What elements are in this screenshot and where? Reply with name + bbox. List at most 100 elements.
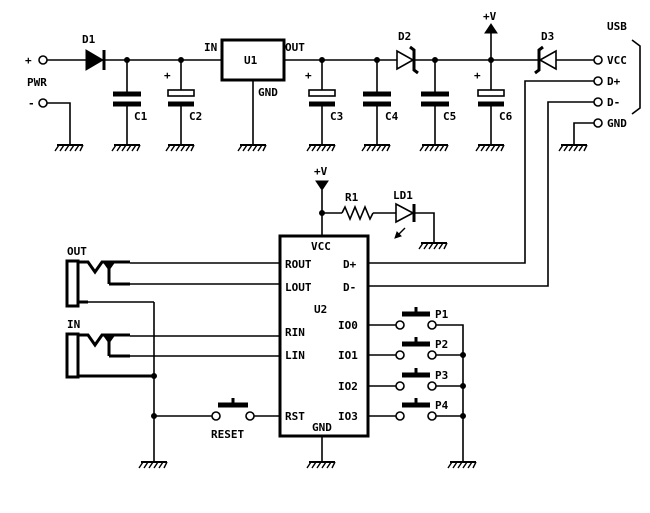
diode-d1-body — [85, 49, 104, 71]
junction — [460, 413, 466, 419]
capacitor-c1: C1 — [111, 60, 148, 152]
vplus-top: +V — [483, 10, 498, 60]
u2-rout-label: ROUT — [285, 258, 312, 271]
pwr-minus-label: - — [28, 97, 35, 110]
ic-u2: VCC ROUT LOUT D+ D- U2 RIN LIN IO0 IO1 I… — [278, 234, 370, 469]
zener-d2: D2 — [396, 30, 419, 75]
audio-jack-in: IN — [65, 318, 280, 379]
usb-dplus-terminal — [593, 76, 603, 86]
usb-vcc-label: VCC — [607, 54, 627, 67]
ground-symbol — [475, 144, 505, 152]
capacitor-c6: + C6 — [474, 60, 513, 152]
zener-d3: D3 — [534, 30, 557, 75]
power-input: + - PWR — [25, 54, 84, 152]
p1-label: P1 — [435, 308, 449, 321]
pushbutton-p2: P2 — [368, 337, 448, 360]
u2-io2-label: IO2 — [338, 380, 358, 393]
pwr-minus-terminal — [38, 98, 48, 108]
pushbutton-p3: P3 — [368, 368, 448, 391]
usb-gnd-label: GND — [607, 117, 627, 130]
capacitor-c2: + C2 — [164, 60, 202, 152]
ld1-label: LD1 — [393, 189, 413, 202]
c2-plus: + — [164, 69, 171, 82]
d2-label: D2 — [398, 30, 411, 43]
u2-label: U2 — [314, 303, 327, 316]
vplus-mid-label: +V — [314, 165, 328, 178]
reset-label: RESET — [211, 428, 244, 441]
usb-dminus-label: D- — [607, 96, 620, 109]
u2-lout-label: LOUT — [285, 281, 312, 294]
junction — [151, 373, 157, 379]
pushbutton-p1: P1 — [368, 307, 449, 330]
reset-button: RESET — [154, 398, 280, 441]
u2-dminus-label: D- — [343, 281, 356, 294]
led-ld1: LD1 — [393, 189, 448, 250]
usb-gnd-terminal — [593, 118, 603, 128]
dplus-wire — [368, 80, 594, 264]
d1-label: D1 — [82, 33, 96, 46]
p4-label: P4 — [435, 399, 449, 412]
ground-symbol — [165, 144, 195, 152]
c5-label: C5 — [443, 110, 456, 123]
c4-label: C4 — [385, 110, 399, 123]
ground-symbol — [418, 242, 448, 250]
d3-label: D3 — [541, 30, 554, 43]
usb-dplus-label: D+ — [607, 75, 621, 88]
resistor-r1: R1 — [322, 191, 396, 222]
regulator-u1: U1 IN OUT GND — [204, 38, 305, 152]
u2-io0-label: IO0 — [338, 319, 358, 332]
c3-label: C3 — [330, 110, 343, 123]
junction — [460, 352, 466, 358]
p2-label: P2 — [435, 338, 448, 351]
ground-symbol — [237, 144, 267, 152]
u2-rst-label: RST — [285, 410, 305, 423]
c1-label: C1 — [134, 110, 148, 123]
usb-vcc-terminal — [593, 55, 603, 65]
u1-label: U1 — [244, 54, 258, 67]
pwr-gnd-wire — [47, 102, 71, 145]
capacitor-c3: + C3 — [305, 60, 343, 152]
ground-symbol — [111, 144, 141, 152]
c6-label: C6 — [499, 110, 513, 123]
pwr-plus-label: + — [25, 54, 32, 67]
jack-in-label: IN — [67, 318, 80, 331]
u2-gnd-label: GND — [312, 421, 332, 434]
u2-lin-label: LIN — [285, 349, 305, 362]
r1-label: R1 — [345, 191, 359, 204]
vplus-mid: +V — [314, 165, 329, 236]
vplus-top-label: +V — [483, 10, 497, 23]
ground-symbol — [306, 144, 336, 152]
c2-label: C2 — [189, 110, 202, 123]
usb-dminus-terminal — [593, 97, 603, 107]
ground-symbol — [558, 144, 588, 152]
diode-d1: D1 — [82, 33, 106, 71]
u1-out-label: OUT — [285, 41, 305, 54]
p3-label: P3 — [435, 369, 448, 382]
jack-out-label: OUT — [67, 245, 87, 258]
u1-in-label: IN — [204, 41, 217, 54]
dminus-wire — [368, 101, 594, 287]
pwr-plus-terminal — [38, 55, 48, 65]
ground-symbol — [54, 144, 84, 152]
usb-label: USB — [607, 20, 627, 33]
usb-gnd-wire — [573, 122, 594, 145]
capacitor-c4: C4 — [361, 60, 399, 152]
u2-rin-label: RIN — [285, 326, 305, 339]
audio-jack-out: OUT — [65, 245, 280, 308]
c6-plus: + — [474, 69, 481, 82]
u2-dplus-label: D+ — [343, 258, 357, 271]
usb-connector: USB VCC D+ D- GND — [593, 20, 641, 130]
ground-symbol — [361, 144, 391, 152]
junction — [460, 383, 466, 389]
pwr-label: PWR — [27, 76, 47, 89]
capacitor-c5: C5 — [419, 60, 456, 152]
c3-plus: + — [305, 69, 312, 82]
u2-vcc-label: VCC — [311, 240, 331, 253]
ground-symbol — [419, 144, 449, 152]
ground-symbol — [138, 461, 168, 469]
u2-io1-label: IO1 — [338, 349, 358, 362]
u1-gnd-label: GND — [258, 86, 278, 99]
u2-io3-label: IO3 — [338, 410, 358, 423]
ground-symbol — [306, 461, 336, 469]
